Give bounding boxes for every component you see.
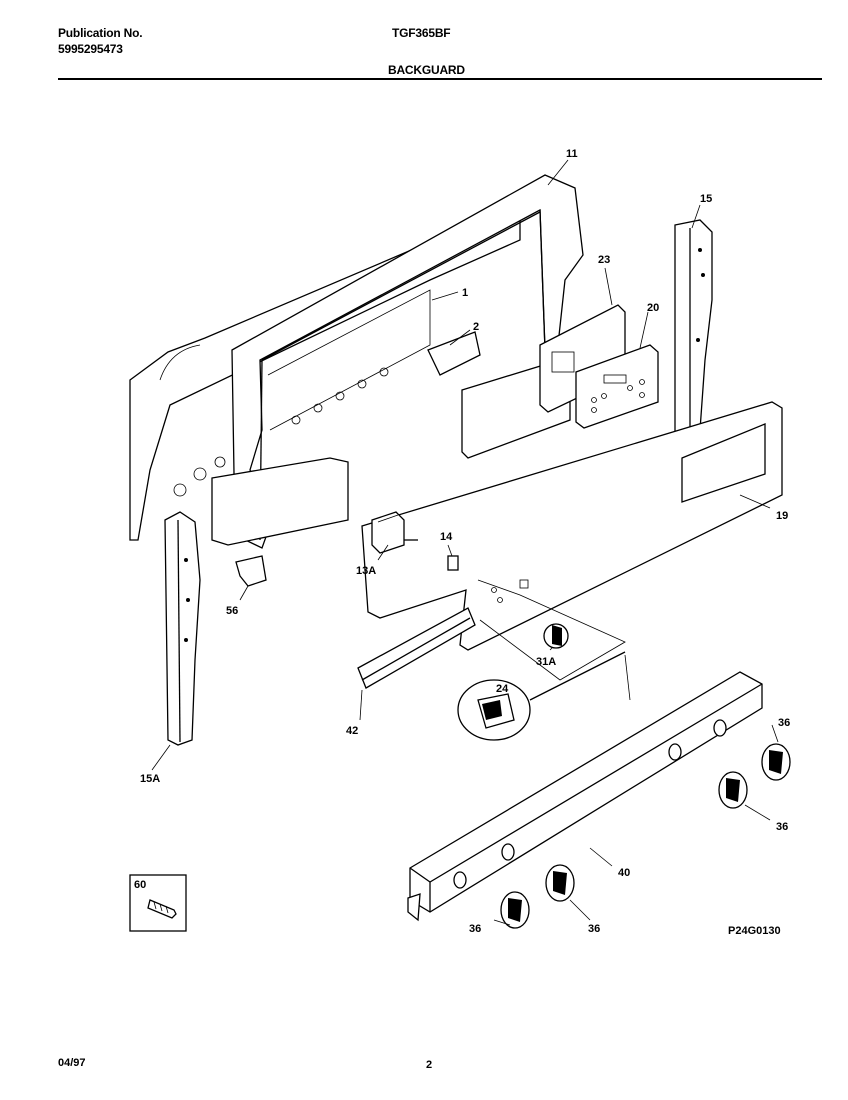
callout-15: 15 [700,193,712,205]
header-rule [58,78,822,80]
insulation-pad-left [211,457,349,546]
switch-plate-assembly [477,579,626,681]
clock-control-board [575,344,659,429]
publication-label: Publication No. [58,26,143,40]
callout-23: 23 [598,254,610,266]
selector-switch [371,511,418,554]
callout-1: 1 [462,287,468,299]
trim-strip [427,331,481,376]
page-number: 2 [426,1059,433,1071]
callout-36-bottom-left: 36 [469,923,481,935]
screw-detail-box [129,874,187,932]
callout-15a: 15A [140,773,160,785]
burner-knob-4 [761,743,791,781]
diagram-code: P24G0130 [728,925,781,937]
callout-56: 56 [226,605,238,617]
revision-date: 04/97 [58,1057,86,1069]
section-title: BACKGUARD [388,63,465,77]
burner-knob-2 [545,864,575,902]
burner-knob-3 [718,771,748,809]
callout-36-right: 36 [776,821,788,833]
burner-knob-1 [500,891,530,929]
model-number: TGF365BF [392,26,451,40]
manifold-panel [407,671,763,922]
callout-36-upper-right: 36 [778,717,790,729]
callout-40: 40 [618,867,630,879]
indicator-light [447,555,459,571]
callout-42: 42 [346,725,358,737]
callout-24: 24 [496,683,509,695]
callout-13a: 13A [356,565,376,577]
callout-31a: 31A [536,656,556,668]
control-panel [361,401,783,651]
callout-2: 2 [473,321,479,333]
callout-14: 14 [440,531,453,543]
side-bracket-right [674,219,713,441]
leader-lines [151,159,779,926]
callout-36-bottom: 36 [588,923,600,935]
rocker-switch-detail [457,651,626,741]
callout-20: 20 [647,302,659,314]
side-bracket-left [164,511,201,746]
callout-19: 19 [776,510,788,522]
publication-number: 5995295473 [58,42,123,56]
bracket-56 [235,555,267,587]
mounting-rail [357,607,476,689]
callout-11: 11 [566,148,578,160]
callout-60: 60 [134,879,146,891]
